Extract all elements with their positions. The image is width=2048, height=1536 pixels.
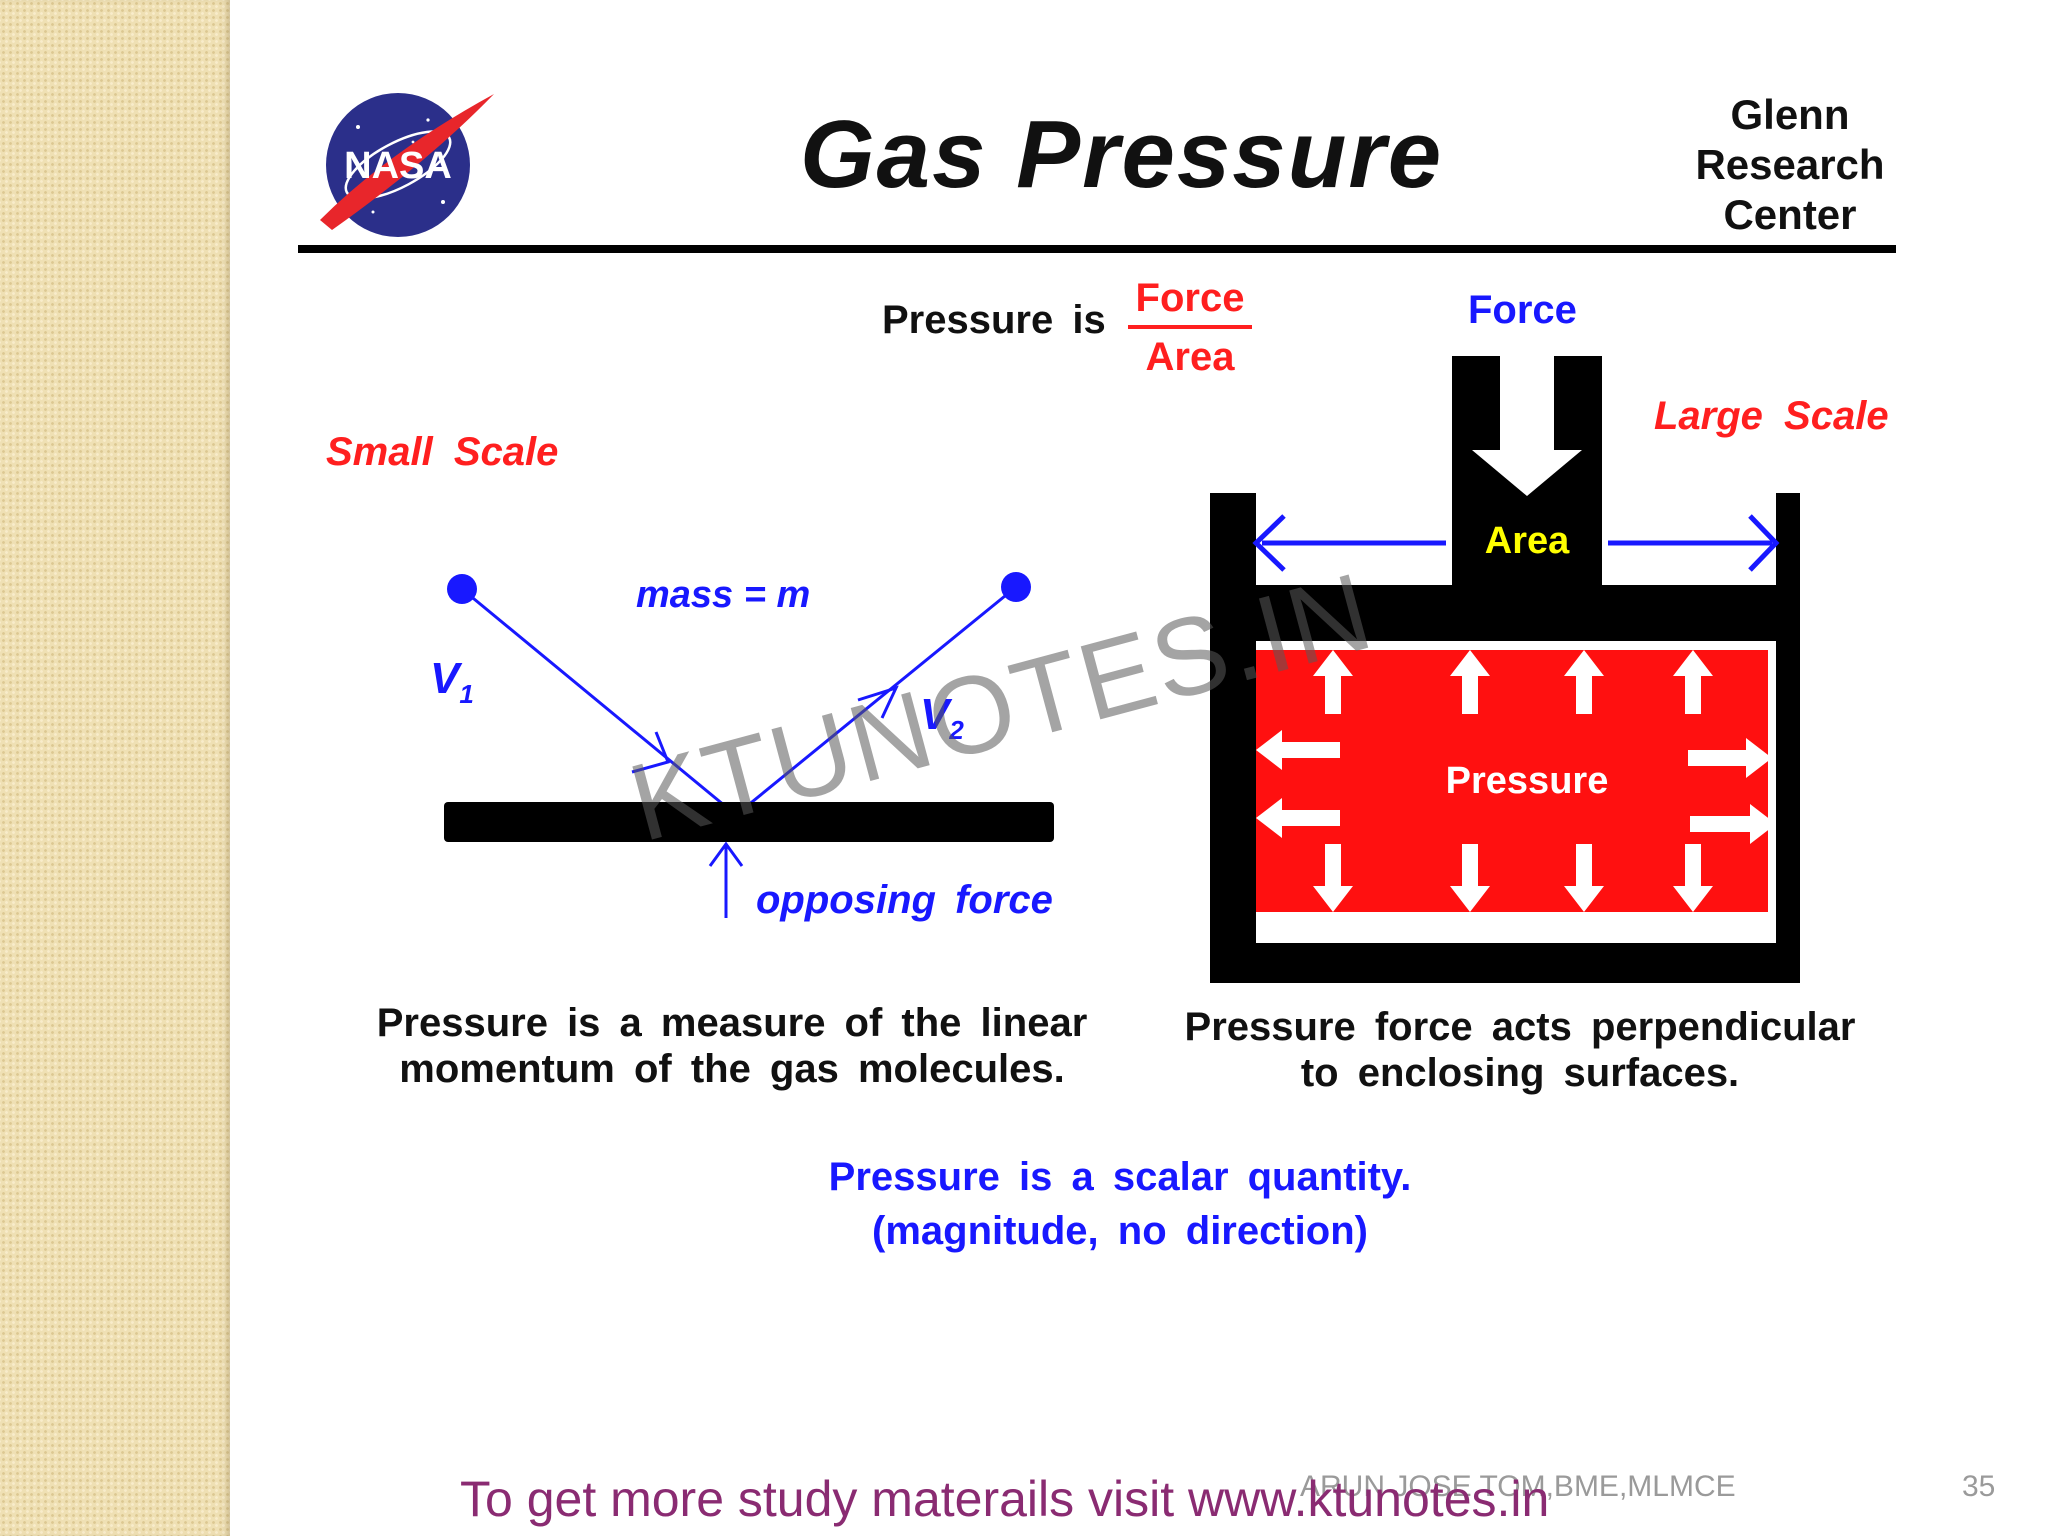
piston-plate — [1256, 585, 1776, 641]
area-arrowhead-left — [1252, 514, 1286, 572]
scalar-note-line-1: Pressure is a scalar quantity. — [828, 1155, 1412, 1199]
scalar-note-line-2: (magnitude, no direction) — [872, 1209, 1368, 1253]
large-caption-line-1: Pressure force acts perpendicular — [1184, 1005, 1856, 1049]
molecule-start — [447, 574, 477, 604]
header-rule — [298, 245, 1896, 253]
large-force-label: Force — [1468, 288, 1577, 332]
piston-container-diagram — [1210, 356, 1800, 983]
pressure-right-arrows — [1688, 738, 1776, 844]
pressure-down-arrows — [1313, 844, 1713, 912]
definition-prefix: Pressure is — [882, 298, 1106, 342]
velocity-1-label: V1 — [430, 654, 474, 710]
velocity-2-label: V2 — [920, 690, 964, 746]
velocity-2-subscript: 2 — [949, 714, 964, 745]
small-caption-line-1: Pressure is a measure of the linear — [376, 1001, 1088, 1045]
area-label: Area — [1484, 520, 1570, 562]
center-line-2: Research — [1695, 141, 1885, 188]
wall-surface — [444, 802, 1054, 842]
pressure-left-arrows — [1256, 730, 1340, 838]
nasa-logo-text: NASA — [344, 145, 452, 187]
pressure-up-arrows — [1313, 650, 1713, 714]
incoming-path — [461, 587, 737, 817]
glenn-research-center: Glenn Research Center — [1640, 90, 1940, 240]
large-scale-label: Large Scale — [1654, 394, 1889, 438]
small-caption-line-2: momentum of the gas molecules. — [399, 1047, 1065, 1091]
definition-fraction: Force Area — [1128, 276, 1252, 380]
center-line-1: Glenn — [1730, 91, 1850, 138]
large-scale-caption: Pressure force acts perpendicular to enc… — [1180, 1004, 1860, 1096]
molecule-end — [1001, 572, 1031, 602]
page-title: Gas Pressure — [800, 101, 1444, 208]
pressure-label: Pressure — [1445, 760, 1609, 802]
nasa-logo: NASA — [320, 93, 494, 237]
molecule-collision-diagram — [444, 572, 1054, 918]
velocity-1-subscript: 1 — [459, 678, 474, 709]
outgoing-arrowhead — [857, 685, 899, 719]
container-right-wall — [1776, 493, 1800, 983]
small-scale-label: Small Scale — [326, 430, 559, 474]
velocity-1-symbol: V — [430, 654, 460, 703]
area-arrowhead-right — [1748, 514, 1780, 572]
container-left-wall — [1210, 493, 1256, 983]
decorative-side-strip — [0, 0, 230, 1536]
large-caption-line-2: to enclosing surfaces. — [1300, 1051, 1740, 1095]
velocity-2-symbol: V — [920, 690, 950, 739]
gas-region — [1256, 650, 1768, 912]
study-link[interactable]: To get more study materails visit www.kt… — [460, 1471, 1550, 1527]
author-credit: ARUN JOSE TOM,BME,MLMCE — [1300, 1470, 1736, 1503]
container-bottom — [1210, 943, 1800, 983]
incoming-arrowhead — [631, 731, 671, 774]
fraction-bar — [1128, 325, 1252, 329]
outgoing-path — [735, 585, 1017, 817]
fraction-numerator: Force — [1135, 276, 1245, 320]
fraction-denominator: Area — [1145, 335, 1235, 379]
page-number: 35 — [1962, 1470, 1996, 1503]
scalar-note: Pressure is a scalar quantity. (magnitud… — [760, 1150, 1480, 1258]
opposing-force-arrowhead — [708, 841, 744, 867]
center-line-3: Center — [1723, 191, 1857, 238]
force-down-arrow — [1472, 356, 1582, 496]
opposing-force-label: opposing force — [756, 878, 1053, 922]
small-scale-caption: Pressure is a measure of the linear mome… — [362, 1000, 1102, 1092]
mass-label: mass = m — [636, 574, 811, 616]
